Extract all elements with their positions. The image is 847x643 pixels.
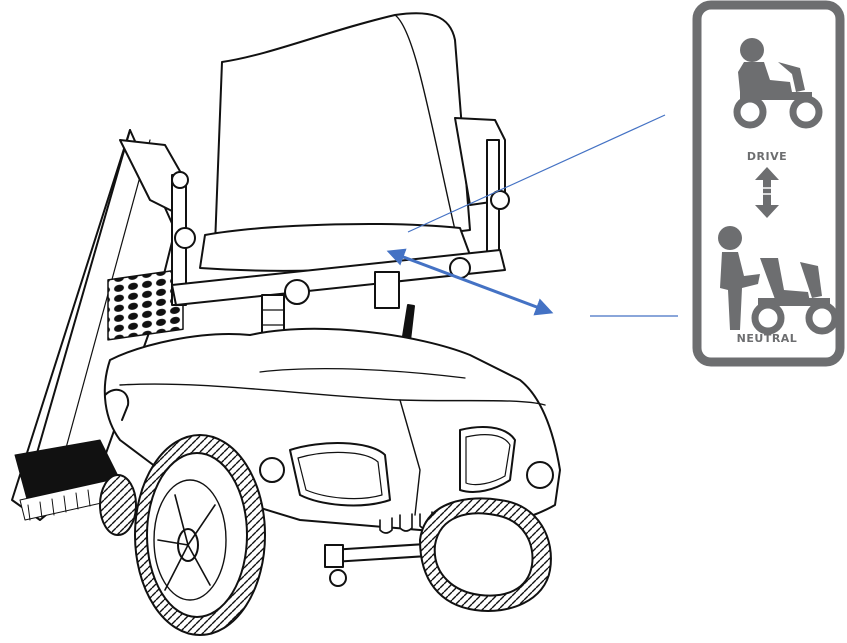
- floor-mat: [14, 439, 121, 521]
- neutral-mode-icon: [718, 226, 839, 335]
- left-front-wheel: [134, 434, 266, 636]
- callout-leader-upper: [407, 114, 666, 233]
- seat-back: [214, 12, 471, 246]
- callout-lines: [386, 114, 678, 317]
- scooter-illustration: [11, 12, 561, 636]
- drive-mode-icon: [733, 38, 823, 129]
- right-front-wheel: [419, 497, 552, 612]
- neutral-label: NEUTRAL: [737, 332, 798, 345]
- up-down-arrow-icon: [755, 167, 779, 218]
- headlights: [289, 426, 516, 507]
- drive-label: DRIVE: [747, 150, 787, 163]
- lever-direction-arrow: [386, 248, 554, 316]
- drive-neutral-placard: DRIVE NEUTRAL: [692, 0, 845, 367]
